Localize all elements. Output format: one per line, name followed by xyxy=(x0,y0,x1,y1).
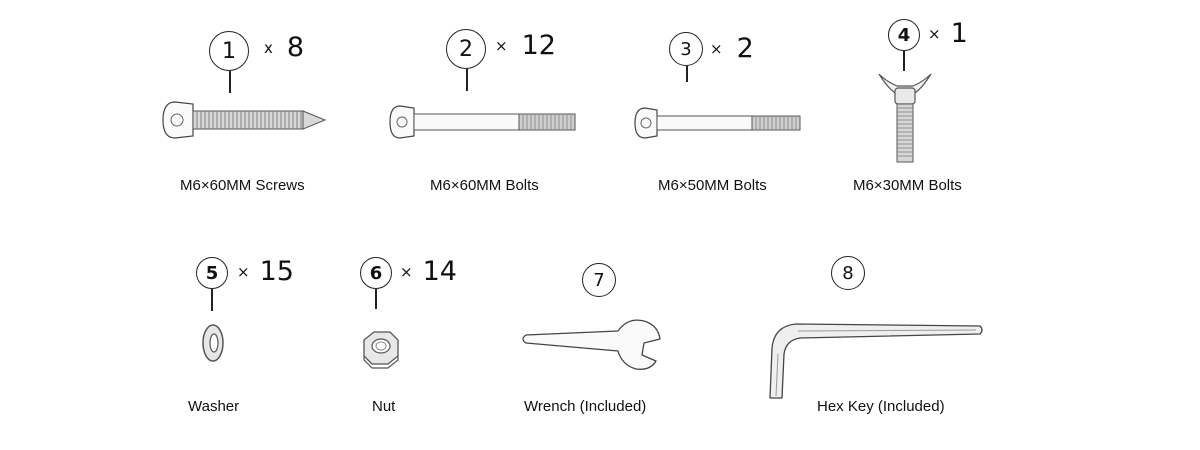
part-5-label: Washer xyxy=(188,398,240,415)
part-3-leader-line xyxy=(686,66,688,82)
part-2-label: M6×60MM Bolts xyxy=(430,177,539,194)
part-1-label: M6×60MM Screws xyxy=(180,177,305,194)
part-4-quantity: ×1 xyxy=(928,18,968,49)
part-4-leader-line xyxy=(903,51,905,71)
wing-bolt-icon xyxy=(878,73,932,163)
part-7-number-badge: 7 xyxy=(582,263,616,297)
part-7-label: Wrench (Included) xyxy=(524,398,647,415)
part-4-number-badge: 4 xyxy=(888,19,920,51)
part-8-number-badge: 8 xyxy=(831,256,865,290)
part-8-label: Hex Key (Included) xyxy=(817,398,945,415)
washer-icon xyxy=(202,324,224,362)
part-1-count: 8 xyxy=(286,32,305,63)
part-4-multiplier: × xyxy=(928,24,941,43)
part-6-multiplier: × xyxy=(400,262,413,281)
part-2-multiplier: × xyxy=(495,36,508,55)
long-bolt-icon xyxy=(389,105,576,139)
part-5-quantity: × 15 xyxy=(237,256,294,287)
screw-icon xyxy=(162,101,327,139)
part-1-leader-line xyxy=(229,71,231,93)
wrench-icon xyxy=(522,319,661,370)
nut-icon xyxy=(363,331,399,369)
part-3-quantity: ×2 xyxy=(710,33,754,64)
part-5-multiplier: × xyxy=(237,262,250,281)
part-2-leader-line xyxy=(466,69,468,91)
part-1-multiplier: x xyxy=(264,38,273,57)
part-3-number-badge: 3 xyxy=(669,32,703,66)
part-2-count: 12 xyxy=(521,30,556,61)
part-6-count: 14 xyxy=(422,256,457,287)
part-1-number-badge: 1 xyxy=(209,31,249,71)
part-5-number-badge: 5 xyxy=(196,257,228,289)
part-6-number-badge: 6 xyxy=(360,257,392,289)
part-3-count: 2 xyxy=(736,33,754,64)
part-6-label: Nut xyxy=(372,398,396,415)
part-3-multiplier: × xyxy=(710,39,723,58)
bolt-icon xyxy=(634,107,801,139)
part-3-label: M6×50MM Bolts xyxy=(658,177,767,194)
part-6-quantity: × 14 xyxy=(400,256,457,287)
part-4-label: M6×30MM Bolts xyxy=(853,177,962,194)
part-4-count: 1 xyxy=(950,18,968,49)
part-2-number-badge: 2 xyxy=(446,29,486,69)
part-5-count: 15 xyxy=(259,256,294,287)
hex-key-icon xyxy=(769,323,983,399)
part-6-leader-line xyxy=(375,289,377,309)
part-5-leader-line xyxy=(211,289,213,311)
part-2-quantity: × 12 xyxy=(495,30,556,61)
